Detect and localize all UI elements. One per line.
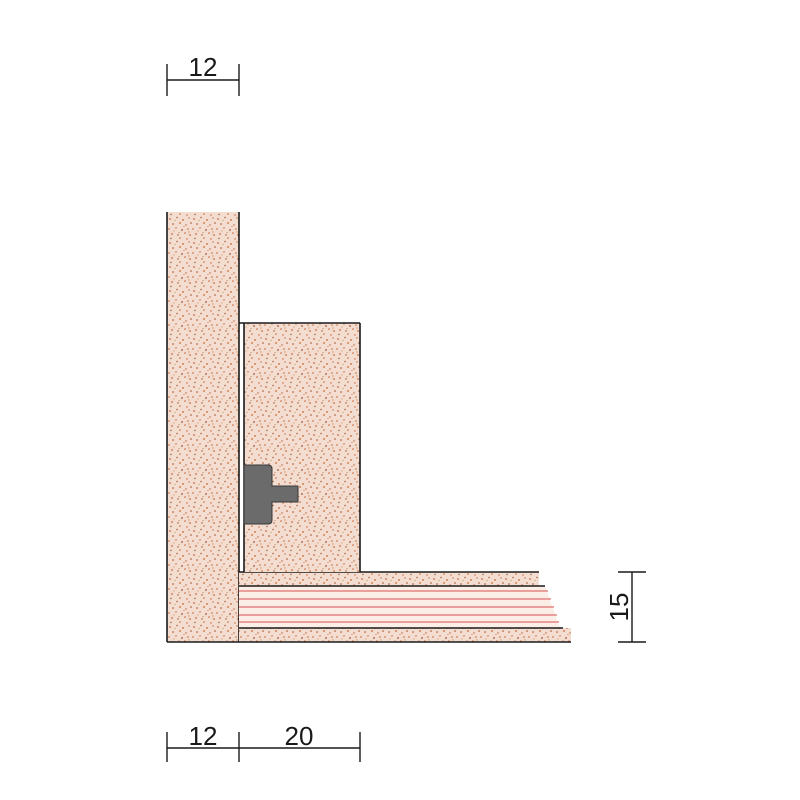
dimension-skirting-depth: 20 [239, 721, 361, 762]
dim-label-top-wall: 12 [189, 52, 218, 82]
floor-screed-fill [239, 572, 539, 586]
dimension-top-wall: 12 [166, 52, 240, 96]
floor-section [167, 571, 571, 643]
skirting-fill [244, 323, 360, 572]
dimension-bottom-wall: 12 [166, 721, 240, 762]
dim-label-bottom-wall: 12 [189, 721, 218, 751]
wall-fill [167, 212, 239, 642]
dim-label-floor-thickness: 15 [604, 593, 634, 622]
mounting-clip [243, 464, 299, 525]
dimension-floor-thickness: 15 [604, 571, 646, 643]
dim-label-skirting-depth: 20 [285, 721, 314, 751]
wall-section [166, 212, 240, 642]
floor-base-fill [239, 628, 571, 642]
skirting-board [239, 322, 361, 572]
